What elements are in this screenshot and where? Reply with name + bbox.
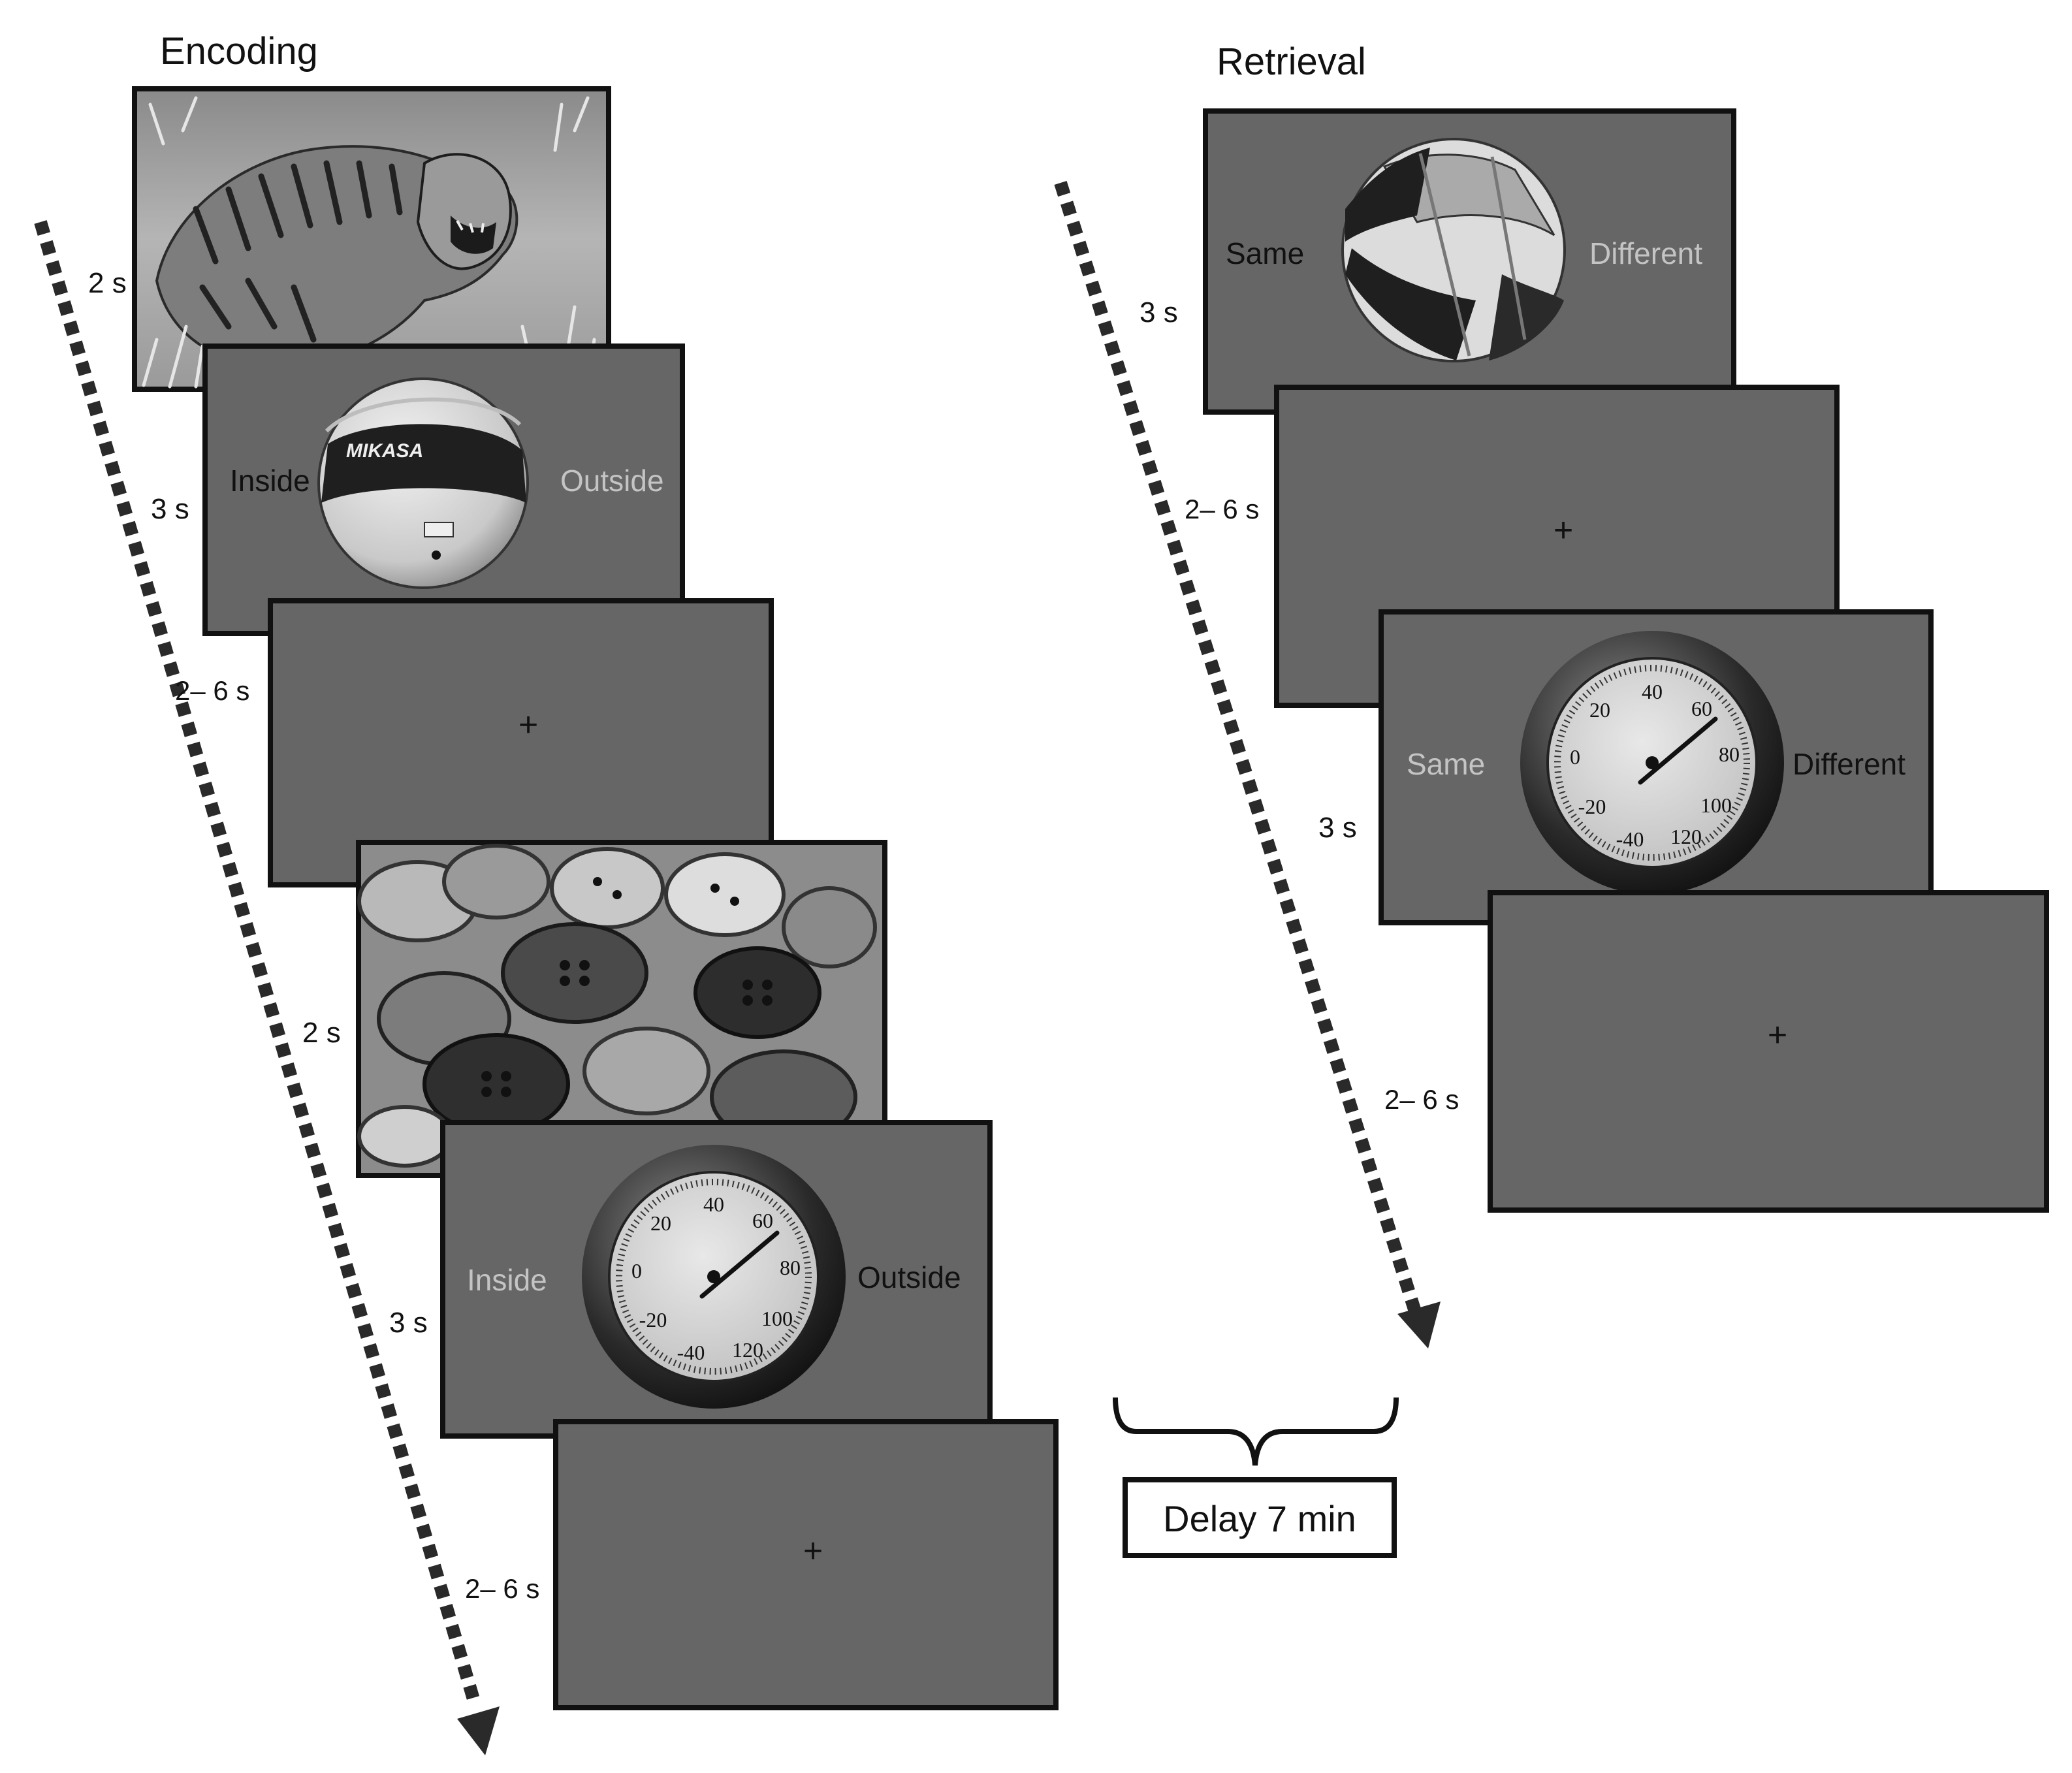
duration-label: 2– 6 s xyxy=(1384,1084,1459,1115)
scale-label: 0 xyxy=(1570,745,1580,769)
retrieval-timeline-arrow-shaft xyxy=(1054,181,1421,1311)
scale-label: 80 xyxy=(780,1256,801,1279)
buttons-image xyxy=(357,844,884,1174)
left-label: Same xyxy=(1407,747,1485,781)
duration-label: 3 s xyxy=(1140,296,1178,328)
scale-label: 80 xyxy=(1719,743,1740,766)
duration-label: 3 s xyxy=(389,1307,428,1339)
encoding-screen-volleyball: MIKASA Inside Outside 3 s xyxy=(151,343,685,636)
fixation-cross: + xyxy=(803,1532,823,1570)
duration-label: 2– 6 s xyxy=(1185,494,1259,524)
scale-label: 20 xyxy=(1589,698,1610,722)
duration-label: 2– 6 s xyxy=(175,675,249,706)
right-label: Different xyxy=(1589,236,1702,270)
thermometer-needle xyxy=(1638,716,1718,785)
scale-label: 40 xyxy=(1642,680,1663,703)
scale-label: 60 xyxy=(752,1209,773,1232)
scale-label: 100 xyxy=(1700,793,1732,817)
thermometer-image-retrieval: 40 60 80 100 120 -40 -20 0 20 xyxy=(1520,631,1784,895)
scale-label: -20 xyxy=(1578,795,1606,818)
volleyball-image-retrieval xyxy=(1341,138,1566,362)
duration-label: 3 s xyxy=(151,493,189,525)
fixation-cross: + xyxy=(1768,1016,1787,1054)
retrieval-title: Retrieval xyxy=(1217,40,1366,83)
retrieval-timeline-arrow-head xyxy=(1397,1302,1441,1349)
encoding-timeline-arrow-shaft xyxy=(34,220,482,1708)
right-label: Outside xyxy=(560,464,664,498)
encoding-title: Encoding xyxy=(160,30,318,72)
scale-label: 40 xyxy=(703,1192,724,1216)
duration-label: 2 s xyxy=(88,267,127,299)
thermometer-image-encoding: 40 60 80 100 120 -40 -20 0 20 xyxy=(582,1145,846,1409)
right-label: Outside xyxy=(857,1260,961,1294)
scale-label: 100 xyxy=(761,1307,793,1330)
encoding-screen-tiger-photo: 2 s xyxy=(88,86,611,392)
retrieval-screen-volleyball: Same Different 3 s xyxy=(1140,108,1736,415)
scale-label: 120 xyxy=(1670,825,1702,848)
duration-label: 2– 6 s xyxy=(465,1573,539,1604)
duration-label: 2 s xyxy=(302,1017,341,1049)
ball-brand: MIKASA xyxy=(346,440,423,462)
left-label: Inside xyxy=(230,464,310,498)
fixation-cross: + xyxy=(518,706,538,744)
duration-label: 3 s xyxy=(1318,812,1357,844)
delay-label: Delay 7 min xyxy=(1163,1498,1356,1539)
encoding-screen-fixation-2: + 2– 6 s xyxy=(465,1419,1059,1710)
scale-label: 120 xyxy=(732,1338,763,1362)
scale-label: -40 xyxy=(677,1341,705,1364)
left-label: Inside xyxy=(467,1263,547,1297)
scale-label: -20 xyxy=(639,1308,667,1332)
retrieval-screen-fixation-2: + 2– 6 s xyxy=(1384,890,2049,1213)
encoding-screen-thermometer: 40 60 80 100 120 -40 -20 0 20 Inside Out… xyxy=(389,1120,993,1439)
right-label: Different xyxy=(1793,747,1905,781)
scale-label: 20 xyxy=(650,1211,671,1235)
delay-brace xyxy=(1113,1397,1399,1466)
scale-label: 0 xyxy=(631,1259,642,1283)
scale-label: 60 xyxy=(1691,697,1712,720)
volleyball-image: MIKASA xyxy=(317,377,529,589)
tiger-image xyxy=(142,96,596,389)
encoding-timeline-arrow-head xyxy=(457,1706,500,1755)
thermometer-needle xyxy=(699,1230,780,1299)
fixation-cross: + xyxy=(1554,511,1573,549)
left-label: Same xyxy=(1226,236,1304,270)
retrieval-screen-thermometer: 40 60 80 100 120 -40 -20 0 20 Same Diffe… xyxy=(1318,609,1934,925)
encoding-screen-fixation-1: + 2– 6 s xyxy=(175,598,774,887)
scale-label: -40 xyxy=(1616,827,1644,851)
delay-box: Delay 7 min xyxy=(1123,1477,1397,1558)
